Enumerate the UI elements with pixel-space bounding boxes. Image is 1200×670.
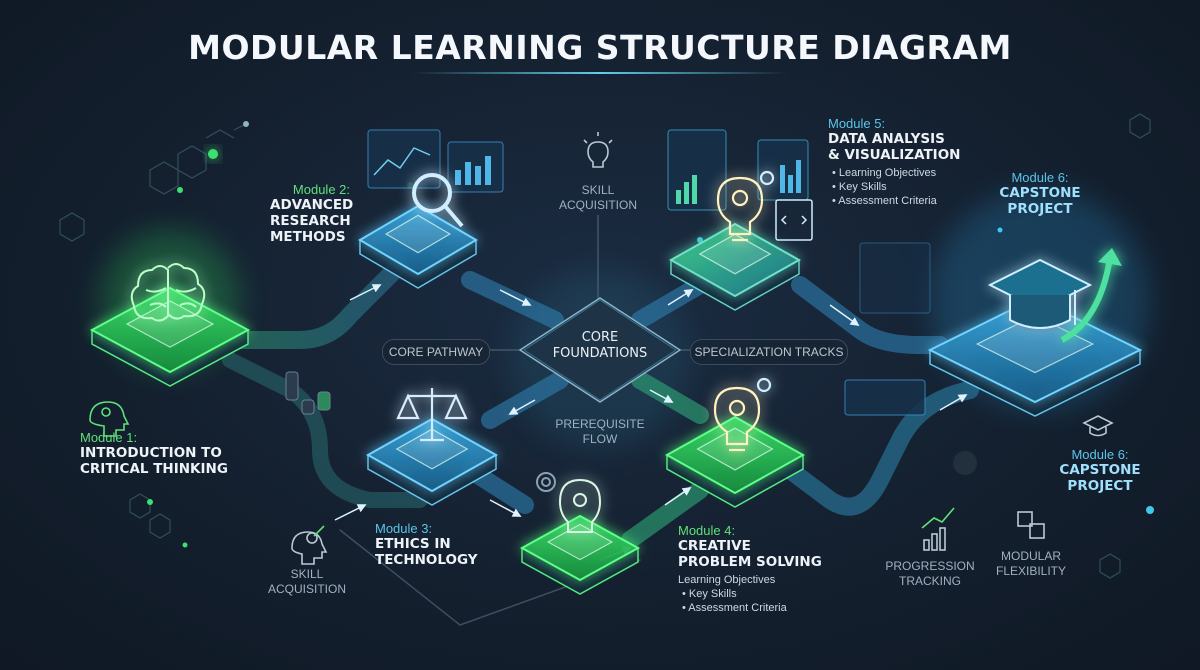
specialization-tracks-tag: SPECIALIZATION TRACKS	[690, 339, 848, 365]
code-window-icon	[775, 199, 813, 241]
path-core-to-m3	[481, 371, 569, 429]
module-2-platform[interactable]	[358, 204, 478, 289]
brain-icon	[130, 263, 206, 322]
platform-inner-tile	[395, 428, 469, 470]
module-2-label: Module 2: ADVANCED RESEARCH METHODS	[270, 182, 354, 245]
path-m5-to-m6	[791, 276, 949, 354]
progress-chart-icon	[921, 507, 955, 551]
platform-inner-tile	[546, 523, 614, 561]
modular-blocks-icon	[1017, 511, 1045, 539]
path-m4-to-m6	[781, 381, 979, 516]
list-item: • Learning Objectives	[832, 167, 937, 179]
platform-top	[358, 204, 478, 276]
chart-panels	[367, 129, 931, 416]
platform-inner-tile	[698, 233, 772, 275]
target-head-icon	[291, 525, 328, 565]
module-6-top-label: Module 6: CAPSTONE PROJECT	[999, 170, 1081, 217]
skill-acquisition-bottom-label: SKILL ACQUISITION	[267, 567, 346, 596]
list-item: • Assessment Criteria	[682, 602, 787, 614]
module-6-side-label: Module 6: CAPSTONE PROJECT	[1059, 447, 1141, 494]
lightbulb-gear-icon	[716, 170, 775, 242]
cylinders-decoration	[285, 371, 331, 415]
module-4-label: Module 4: CREATIVE PROBLEM SOLVING Learn…	[678, 523, 822, 615]
module-3-platform[interactable]	[365, 417, 499, 506]
path-mid-to-m4	[621, 481, 709, 549]
path-m2-to-core	[461, 271, 564, 329]
list-item: • Key Skills	[682, 588, 737, 600]
scales-icon	[396, 388, 468, 442]
core-foundations-node[interactable]	[518, 297, 682, 403]
core-foundations-label: CORE FOUNDATIONS	[552, 330, 648, 361]
progression-tracking-label: PROGRESSION TRACKING	[885, 559, 975, 588]
module-1-platform[interactable]	[89, 286, 251, 387]
module-5-label: Module 5: DATA ANALYSIS & VISUALIZATION …	[828, 116, 961, 208]
graduation-cap-icon	[987, 248, 1122, 343]
platform-top	[664, 415, 806, 495]
core-pathway-tag: CORE PATHWAY	[382, 339, 490, 365]
module-5-platform[interactable]	[668, 222, 802, 311]
platform-top	[668, 222, 802, 298]
module-mid-platform[interactable]	[519, 514, 641, 595]
circuit-head-icon	[558, 478, 602, 533]
magnifier-icon	[412, 173, 464, 228]
head-gear-icon	[89, 401, 130, 437]
platform-top	[365, 417, 499, 493]
list-item: • Key Skills	[832, 181, 887, 193]
ring-decoration	[536, 472, 556, 492]
modular-flexibility-label: MODULAR FLEXIBILITY	[995, 549, 1067, 578]
module-6-platform[interactable]	[927, 296, 1143, 417]
platform-top	[927, 296, 1143, 404]
path-m1-to-m2	[231, 256, 409, 349]
graduation-cap-small-icon	[1082, 415, 1114, 437]
module-4-items: Learning Objectives • Key Skills • Asses…	[678, 573, 822, 615]
module-1-label: Module 1: INTRODUCTION TO CRITICAL THINK…	[80, 430, 228, 477]
title-underline	[412, 72, 788, 74]
skill-acquisition-top-label: SKILL ACQUISITION	[558, 183, 637, 212]
list-item: • Assessment Criteria	[832, 195, 937, 207]
platform-top	[519, 514, 641, 582]
prerequisite-flow-label: PREREQUISITE FLOW	[555, 417, 645, 446]
lightbulb-gear-icon-m4	[713, 377, 772, 452]
hex-network-decoration	[59, 113, 1151, 579]
module-3-label: Module 3: ETHICS IN TECHNOLOGY	[375, 521, 478, 568]
module-5-items: • Learning Objectives • Key Skills • Ass…	[828, 166, 960, 208]
list-item: Learning Objectives	[678, 574, 776, 586]
platform-top	[89, 286, 251, 374]
page-title: MODULAR LEARNING STRUCTURE DIAGRAM	[188, 28, 1012, 67]
lightbulb-small-icon	[583, 132, 613, 168]
platform-inner-tile	[384, 214, 452, 254]
